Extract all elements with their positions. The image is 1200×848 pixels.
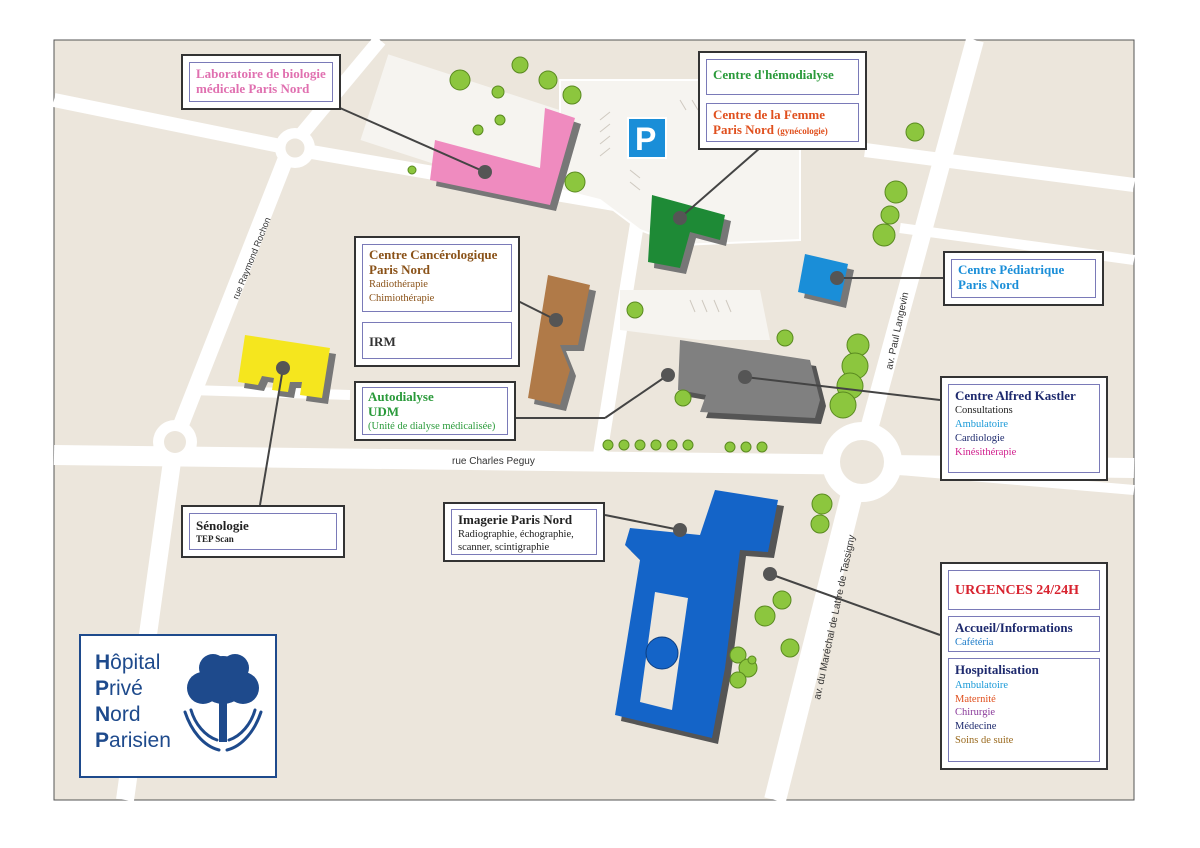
cancero-title: Centre Cancérologique [369,247,498,262]
logo-word: ôpital [110,651,161,674]
hospitalisation-title: Hospitalisation [955,662,1039,677]
building-rotunda [645,636,679,670]
label-hemodialyse-femme: Centre d'hémodialyse Centre de la Femme … [698,51,867,150]
autodialyse-title2: UDM [368,403,400,419]
road-northwest [52,93,292,155]
road-east-upper [864,143,1135,192]
location-pins [276,165,844,581]
irm-title: IRM [369,334,396,349]
hospital-logo: Hôpital Privé Nord Parisien [79,634,277,778]
road-paul-langevin [851,37,984,465]
tree-hands-icon [183,654,263,752]
pediatrique-title: Centre Pédiatrique [958,262,1065,277]
road-yellow-access [189,385,351,400]
imagerie-item: Radiographie, échographie, [458,528,574,540]
road-marechal [764,459,871,803]
label-autodialyse: Autodialyse UDM (Unité de dialyse médica… [354,381,516,441]
street-charles-peguy: rue Charles Peguy [452,456,535,467]
cancero-title2: Paris Nord [369,261,431,277]
cancero-item: Chimiothérapie [369,293,435,305]
kastler-item: Kinésithérapie [955,447,1017,459]
roundabouts [153,128,902,502]
femme-title: Centre de la Femme [713,107,826,122]
building-hemodialyse [648,195,725,268]
cancero-item: Radiothérapie [369,278,428,290]
building-cancero [528,275,590,405]
kastler-item: Ambulatoire [955,419,1009,431]
logo-word: arisien [109,729,171,752]
logo-word: ord [110,703,141,726]
label-cancero-irm: Centre Cancérologique Paris Nord Radioth… [354,236,520,367]
leader-lines [259,107,943,636]
building-pediatrique [798,254,848,302]
imagerie-title: Imagerie Paris Nord [458,512,573,527]
label-pediatrique: Centre Pédiatrique Paris Nord [943,251,1104,306]
imagerie-item: scanner, scintigraphie [458,542,550,554]
label-urgences-group: URGENCES 24/24H Accueil/Informations Caf… [940,562,1108,770]
label-imagerie: Imagerie Paris Nord Radiographie, échogr… [443,502,605,562]
pediatrique-title2: Paris Nord [958,276,1020,292]
logo-initial: P [95,729,110,752]
logo-initial: H [95,651,111,674]
label-senologie: Sénologie TEP Scan [181,505,345,558]
hospitalisation-item: Maternité [955,693,996,705]
logo-word: rivé [109,677,143,700]
logo-initial: P [95,677,110,700]
parking-sign-label: P [635,121,656,157]
autodialyse-title: Autodialyse [368,389,434,404]
trees [407,56,925,689]
kastler-item: Consultations [955,404,1013,416]
urgences-title: URGENCES 24/24H [955,583,1080,598]
femme-note: (gynécologie) [777,125,828,136]
hospitalisation-item: Chirurgie [955,707,996,719]
kastler-item: Cardiologie [955,433,1005,445]
logo-initial: N [95,703,111,726]
autodialyse-note: (Unité de dialyse médicalisée) [368,420,496,432]
laboratoire-title: Laboratoire de biologie médicale Paris N… [196,66,326,96]
label-kastler: Centre Alfred Kastler Consultations Ambu… [940,376,1108,481]
femme-title2: Paris Nord [713,121,775,137]
building-laboratoire [430,108,575,205]
senologie-note: TEP Scan [196,533,234,544]
hospitalisation-item: Médecine [955,720,997,732]
label-laboratoire: Laboratoire de biologie médicale Paris N… [181,54,341,110]
parking-sign [627,117,667,159]
senologie-title: Sénologie [196,518,249,533]
hemodialyse-title: Centre d'hémodialyse [713,67,834,82]
hospitalisation-item: Soins de suite [955,734,1014,746]
accueil-note: Cafétéria [955,636,994,648]
hospitalisation-item: Ambulatoire [955,679,1009,691]
kastler-title: Centre Alfred Kastler [955,388,1076,403]
accueil-title: Accueil/Informations [955,620,1073,635]
parking-lot-south [620,290,770,340]
logo-wordmark: Hôpital Privé Nord Parisien [95,650,171,754]
